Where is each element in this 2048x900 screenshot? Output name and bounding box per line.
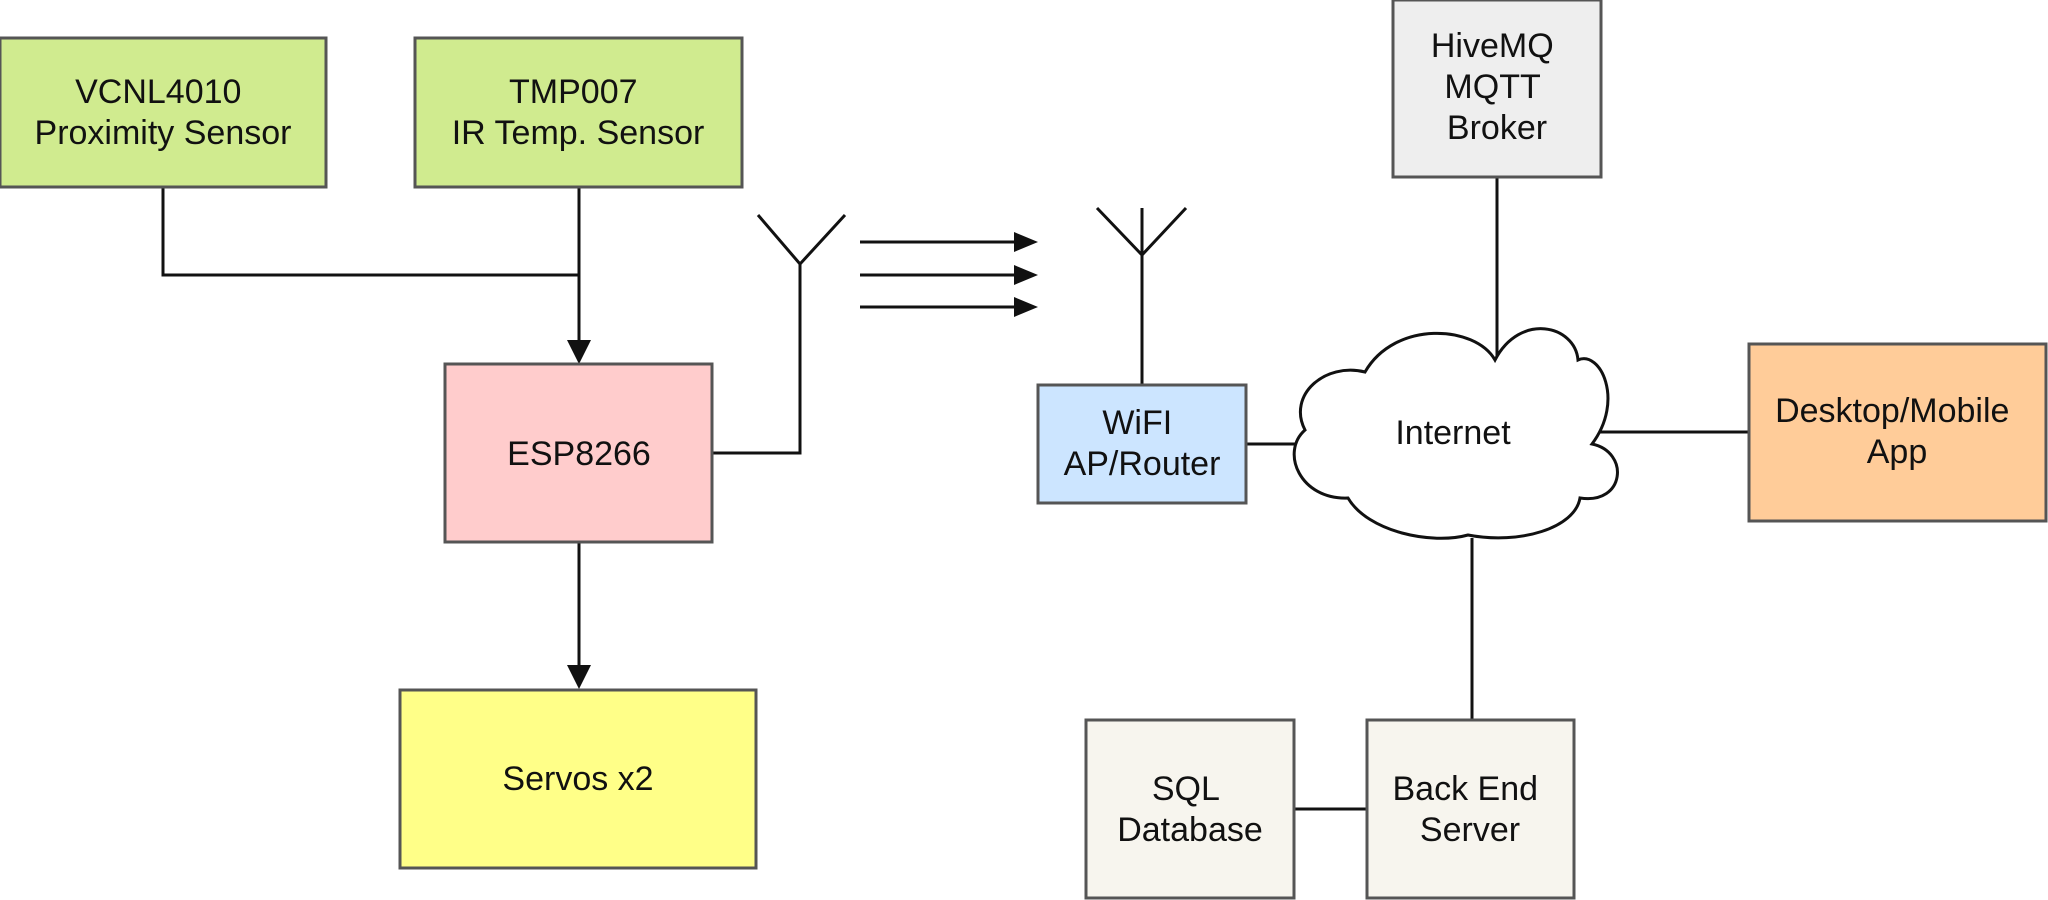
desktop-mobile-app-box: Desktop/Mobile App <box>1747 342 2048 523</box>
internet-cloud-icon <box>1292 327 1619 540</box>
back-end-server-box: Back End Server <box>1365 718 1576 900</box>
wireless-arrowhead <box>1014 265 1038 285</box>
internet-label: Internet <box>1395 414 1511 452</box>
tmp007-box: TMP007 IR Temp. Sensor <box>413 36 744 189</box>
tmp007-label: TMP007 IR Temp. Sensor <box>452 73 705 152</box>
wireless-arrows <box>860 232 1038 317</box>
hivemq-label: HiveMQ MQTT Broker <box>1431 27 1563 147</box>
wireless-arrowhead <box>1014 232 1038 252</box>
antenna-router-icon <box>1095 206 1188 258</box>
back-end-server-label: Back End Server <box>1393 770 1548 849</box>
antenna-esp-icon <box>756 213 847 335</box>
connectors <box>161 177 1749 811</box>
wifi-router-box: WiFI AP/Router <box>1036 383 1248 505</box>
servos-box: Servos x2 <box>398 688 758 870</box>
arrowhead-into-servos <box>567 665 591 689</box>
sql-database-box: SQL Database <box>1084 718 1296 900</box>
vcnl4010-box: VCNL4010 Proximity Sensor <box>0 36 328 189</box>
desktop-mobile-app-label: Desktop/Mobile App <box>1775 392 2019 471</box>
connector-vcnl-to-esp <box>161 187 579 277</box>
wireless-arrowhead <box>1014 297 1038 317</box>
servos-label: Servos x2 <box>502 760 653 798</box>
internet-node: Internet <box>1292 327 1619 540</box>
hivemq-box: HiveMQ MQTT Broker <box>1391 0 1603 179</box>
wifi-router-label: WiFI AP/Router <box>1064 404 1221 483</box>
sql-database-label: SQL Database <box>1117 770 1263 849</box>
vcnl4010-label: VCNL4010 Proximity Sensor <box>35 73 292 152</box>
esp8266-label: ESP8266 <box>507 435 651 473</box>
connector-esp-to-antenna <box>713 262 802 455</box>
arrowhead-into-esp <box>567 340 591 364</box>
esp8266-box: ESP8266 <box>443 362 714 544</box>
